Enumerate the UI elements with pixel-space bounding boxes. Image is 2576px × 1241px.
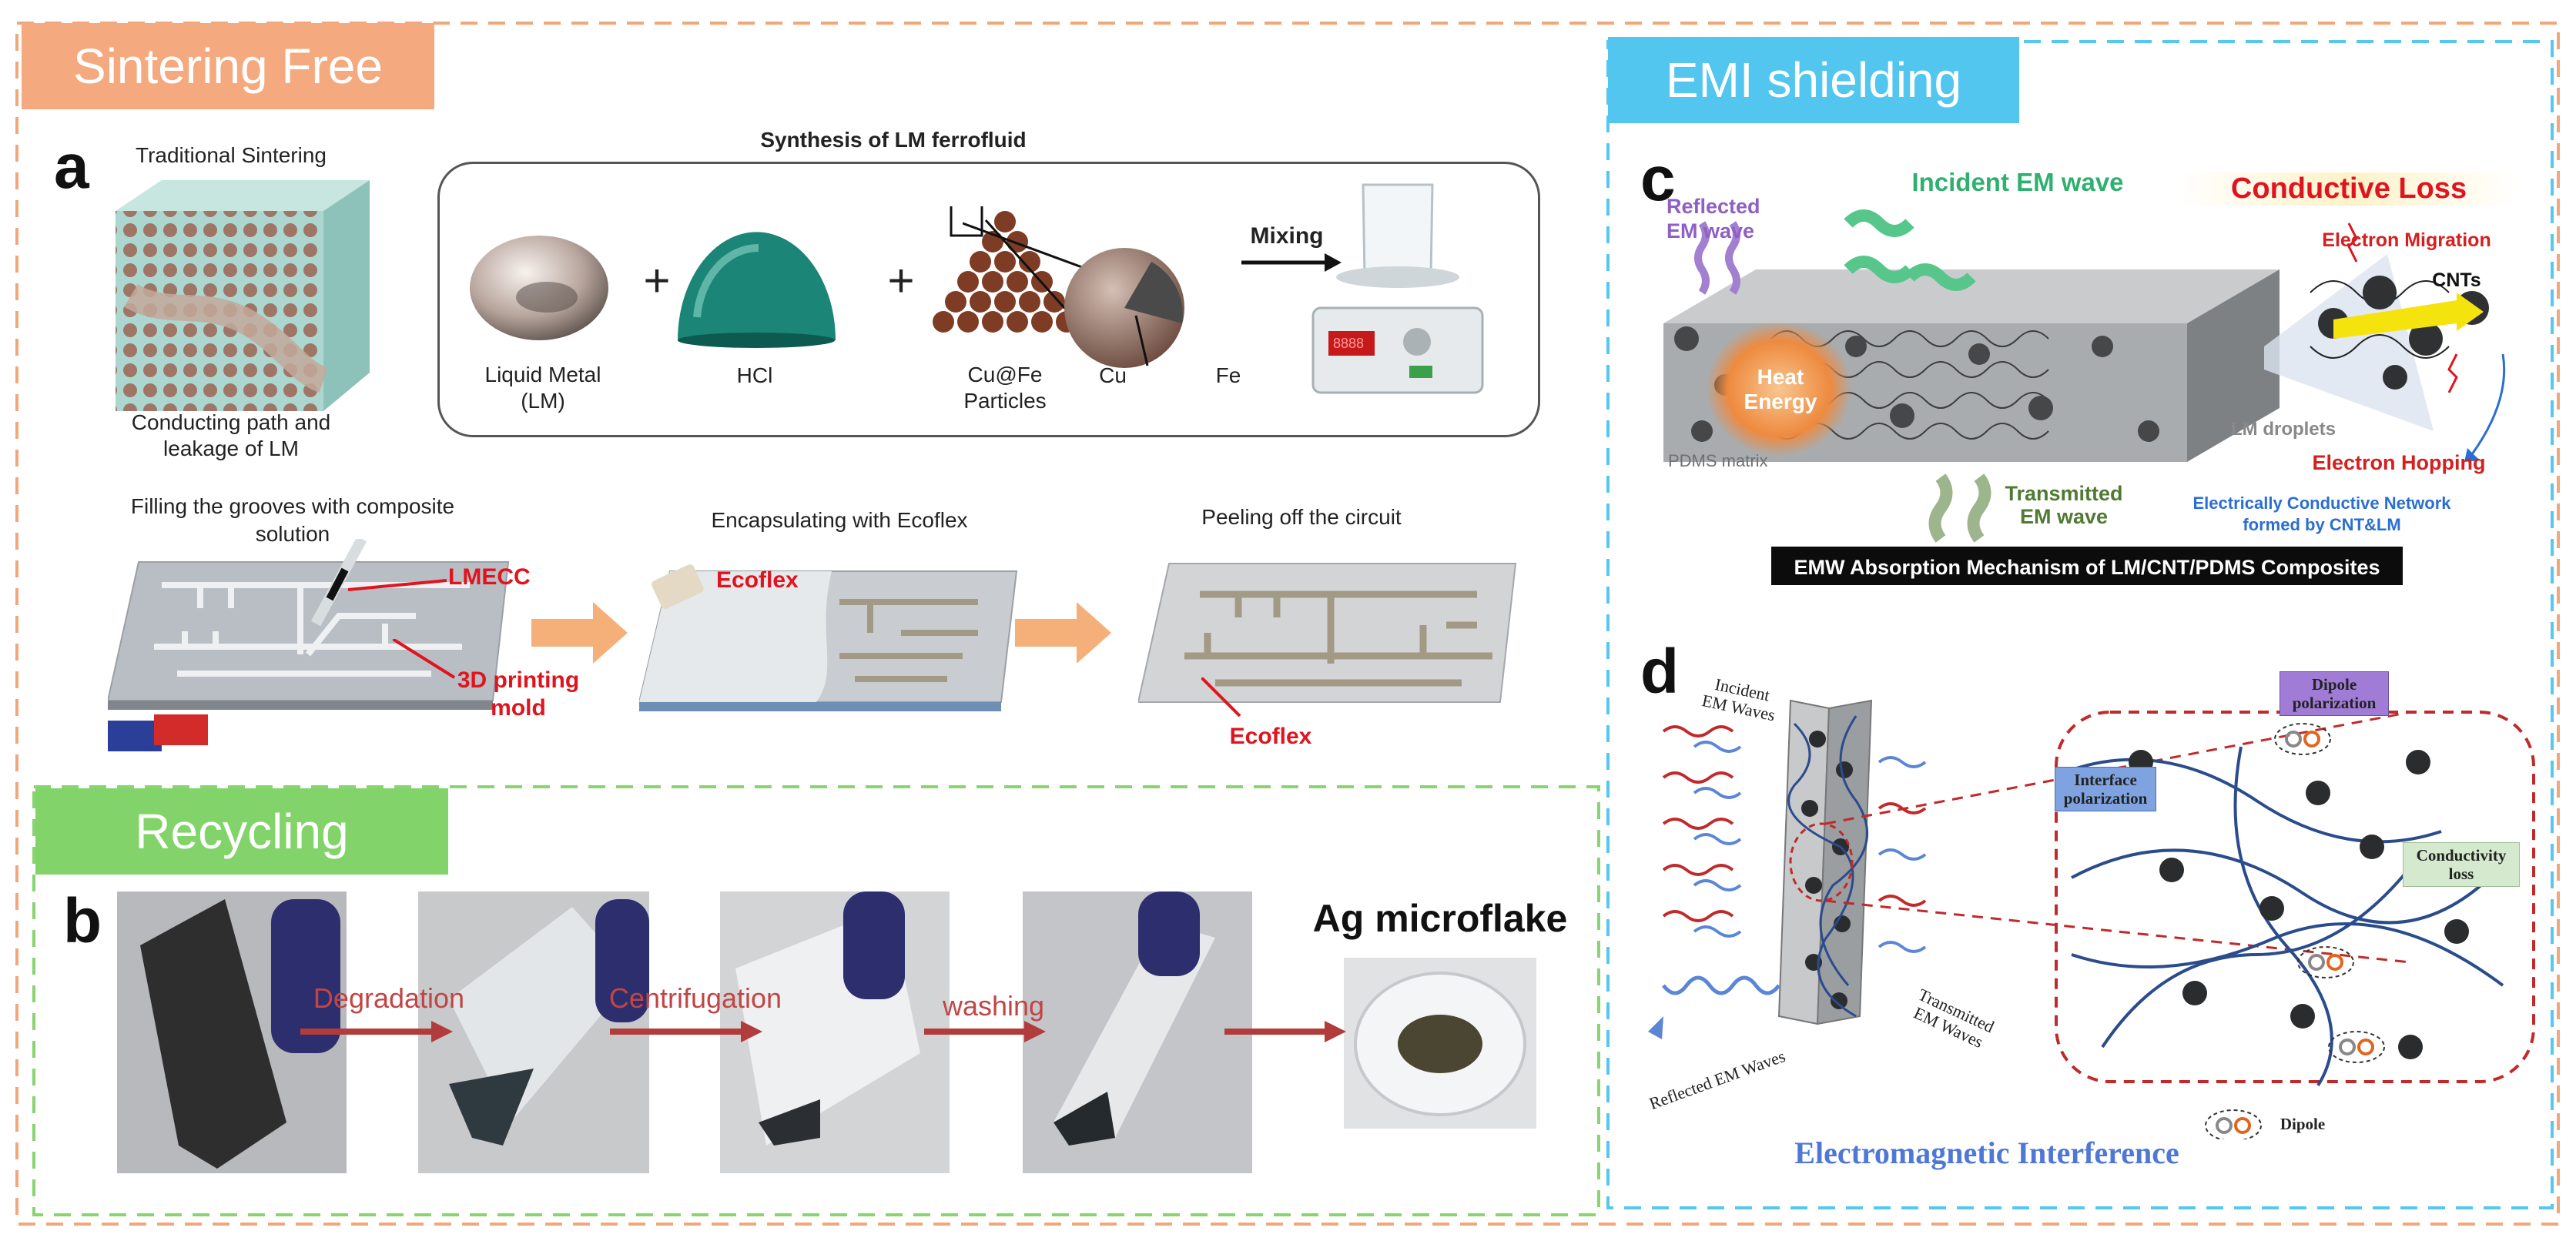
dipole-legend-label: Dipole: [2280, 1115, 2326, 1133]
step1-title: Filling the grooves with composite solut…: [130, 494, 455, 546]
electron-hopping-label: Electron Hopping: [2312, 451, 2486, 474]
ecoflex-pointer: [1201, 677, 1241, 718]
recycle-arrow-3: [924, 1021, 1046, 1042]
particles-label: Cu@Fe Particles: [963, 363, 1047, 413]
panel-c-letter: c: [1640, 144, 1676, 214]
synthesis-title: Synthesis of LM ferrofluid: [760, 128, 1027, 152]
photo-tube-3: [720, 891, 950, 1173]
conductivity-loss-box: Conductivity loss: [2403, 842, 2520, 887]
peeled-circuit-image: [1138, 563, 1517, 703]
hcl-label: HCl: [736, 363, 773, 387]
sintering-cube-image: [116, 180, 370, 411]
mold-image: [108, 539, 510, 751]
process-arrow-1: [531, 602, 628, 664]
liquid-metal-image: [470, 236, 608, 340]
plus-2: +: [887, 255, 915, 306]
pdms-matrix-label: PDMS matrix: [1668, 451, 1768, 470]
panel-c-diagram: [1663, 209, 2506, 585]
step-degradation: Degradation: [313, 982, 465, 1014]
conductive-loss-label: Conductive Loss: [2179, 172, 2518, 206]
encapsulated-mold-image: [639, 564, 1018, 711]
conductive-network-label: Electrically Conductive Network formed b…: [2192, 493, 2451, 534]
heat-energy-label: Heat Energy: [1744, 365, 1817, 413]
step3-title: Peeling off the circuit: [1201, 505, 1402, 529]
panel-a-letter: a: [54, 132, 89, 202]
lmecc-pointer: [348, 579, 447, 591]
fe-label: Fe: [1215, 363, 1241, 387]
recycle-arrow-2: [610, 1021, 762, 1042]
cnts-label: CNTs: [2432, 269, 2481, 291]
mold-label: 3D printing mold: [457, 667, 580, 721]
interface-polarization-box: Interface polarization: [2055, 767, 2156, 811]
plus-1: +: [643, 255, 671, 306]
panel-d-letter: d: [1640, 637, 1680, 707]
panel-c-caption: EMW Absorption Mechanism of LM/CNT/PDMS …: [1794, 556, 2380, 579]
lm-label: Liquid Metal (LM): [484, 363, 601, 413]
photo-tube-1: [117, 891, 347, 1173]
panel-b-letter: b: [63, 886, 102, 956]
hcl-image: [678, 232, 836, 348]
recycling-tab: Recycling: [35, 788, 448, 875]
product-ag-microflake: Ag microflake: [1312, 897, 1568, 940]
panel-d-caption: Electromagnetic Interference: [1794, 1136, 2179, 1170]
process-arrow-2: [1015, 602, 1111, 664]
core-shell-image: [963, 219, 1184, 368]
incident-wave-label: Incident EM wave: [1911, 168, 2124, 196]
traditional-sintering-title: Traditional Sintering: [136, 143, 327, 167]
electron-migration-label: Electron Migration: [2322, 229, 2491, 251]
step-centrifugation: Centrifugation: [608, 982, 782, 1014]
traditional-sintering-caption: Conducting path and leakage of LM: [131, 410, 331, 460]
sintering-tab: Sintering Free: [22, 23, 434, 109]
emi-tab: EMI shielding: [1608, 37, 2019, 123]
mixing-arrow: [1241, 253, 1342, 272]
ecoflex-label-2: Ecoflex: [1229, 724, 1312, 749]
svg-text:8888: 8888: [1333, 336, 1364, 351]
photo-microflake: [1344, 958, 1536, 1129]
synthesis-box: [437, 162, 1540, 437]
recycle-arrow-4: [1224, 1021, 1346, 1042]
recycle-arrow-1: [300, 1021, 453, 1042]
cu-label: Cu: [1099, 363, 1127, 387]
stirrer-image: 8888: [1311, 183, 1484, 394]
step-washing: washing: [942, 990, 1045, 1022]
ecoflex-label-1: Ecoflex: [716, 567, 799, 593]
mixing-label: Mixing: [1250, 223, 1324, 249]
lm-droplets-label: LM droplets: [2231, 419, 2336, 440]
step2-title: Encapsulating with Ecoflex: [711, 508, 968, 532]
dipole-polarization-box: Dipole polarization: [2280, 671, 2389, 716]
panel-d-diagram: [1648, 699, 2535, 1139]
lmecc-label: LMECC: [448, 564, 531, 590]
transmitted-wave-label: Transmitted EM wave: [2005, 482, 2123, 528]
photo-tube-4: [1023, 891, 1252, 1173]
reflected-wave-label: Reflected EM wave: [1667, 195, 1760, 243]
mold-pointer: [393, 639, 456, 679]
